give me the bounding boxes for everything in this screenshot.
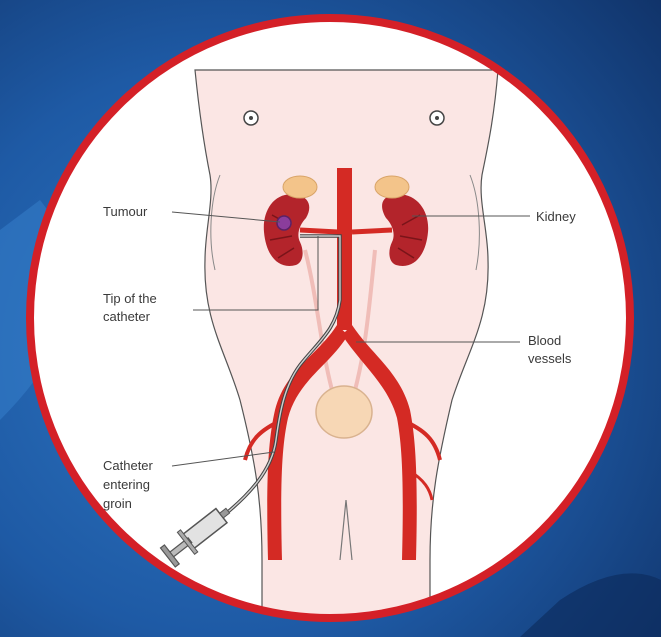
- label-catheter-groin-line1: Catheter: [103, 458, 154, 473]
- nipple-right-center: [435, 116, 439, 120]
- label-blood-vessels-line2: vessels: [528, 351, 572, 366]
- bladder: [316, 386, 372, 438]
- label-kidney: Kidney: [536, 209, 576, 224]
- label-tumour: Tumour: [103, 204, 148, 219]
- label-tip-catheter-line1: Tip of the: [103, 291, 157, 306]
- adrenal-gland-right: [375, 176, 409, 198]
- nipple-left-center: [249, 116, 253, 120]
- label-catheter-groin-line2: entering: [103, 477, 150, 492]
- label-blood-vessels-line1: Blood: [528, 333, 561, 348]
- label-tip-catheter-line2: catheter: [103, 309, 151, 324]
- renal-artery-left: [300, 230, 338, 232]
- adrenal-gland-left: [283, 176, 317, 198]
- renal-artery-right: [352, 230, 392, 232]
- label-catheter-groin-line3: groin: [103, 496, 132, 511]
- tumour: [277, 216, 291, 230]
